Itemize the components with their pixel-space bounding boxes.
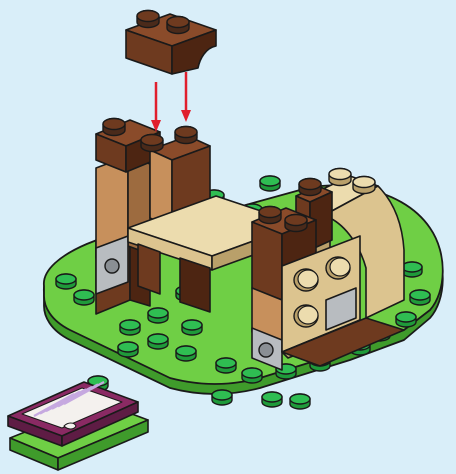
right-pillar-front <box>252 222 282 300</box>
brick-stud <box>353 177 375 194</box>
front-stud <box>298 306 318 324</box>
brick-stud <box>329 169 351 186</box>
baseplate-stud <box>120 320 140 335</box>
baseplate-stud <box>242 368 262 383</box>
stud-top <box>137 11 159 22</box>
stud-top <box>175 127 197 138</box>
baseplate-stud <box>212 390 232 405</box>
stud-top <box>148 334 168 344</box>
baseplate-stud <box>260 176 280 191</box>
stud-top <box>285 215 307 226</box>
stud-top <box>141 135 163 146</box>
stud-top <box>410 290 430 300</box>
stud-top <box>216 358 236 368</box>
stud-top <box>74 290 94 300</box>
stud-top <box>242 368 262 378</box>
stud-top <box>299 179 321 190</box>
stud-top <box>262 392 282 402</box>
baseplate-stud <box>176 346 196 361</box>
falling-brick-step <box>126 11 216 75</box>
stud-top <box>120 320 140 330</box>
down-arrow-icon <box>151 72 191 132</box>
brick-stud <box>137 11 159 28</box>
stud-top <box>402 262 422 272</box>
baseplate-stud <box>148 334 168 349</box>
printed-tile-icon <box>8 376 148 470</box>
stud-top <box>212 390 232 400</box>
stud-top <box>182 320 202 330</box>
stud-top <box>396 312 416 322</box>
brick-stud <box>167 17 189 34</box>
brick-stud <box>299 179 321 196</box>
bench-leg <box>180 258 210 312</box>
baseplate-stud <box>410 290 430 305</box>
bench-leg <box>138 244 160 294</box>
brick-stud <box>175 127 197 144</box>
stud-top <box>148 308 168 318</box>
arrow-head <box>181 110 191 122</box>
baseplate-stud <box>118 342 138 357</box>
stud-top <box>329 169 351 180</box>
baseplate-stud <box>396 312 416 327</box>
stud-top <box>259 207 281 218</box>
stud-top <box>56 274 76 284</box>
brick-stud <box>103 119 125 136</box>
brick-stud <box>259 207 281 224</box>
baseplate-stud <box>402 262 422 277</box>
baseplate-stud <box>216 358 236 373</box>
stud-top <box>176 346 196 356</box>
front-stud <box>330 258 350 276</box>
baseplate-stud <box>148 308 168 323</box>
baseplate-stud <box>182 320 202 335</box>
stud-top <box>118 342 138 352</box>
technic-hole <box>105 259 119 273</box>
stud-top <box>103 119 125 130</box>
stud-top <box>353 177 375 188</box>
stud-top <box>290 394 310 404</box>
brick-stud <box>285 215 307 232</box>
baseplate-stud <box>56 274 76 289</box>
stud-top <box>260 176 280 186</box>
brick-stud <box>141 135 163 152</box>
baseplate-stud <box>74 290 94 305</box>
stud-top <box>167 17 189 28</box>
technic-hole <box>259 343 273 357</box>
baseplate-stud <box>290 394 310 409</box>
baseplate-stud <box>262 392 282 407</box>
front-stud <box>298 270 318 288</box>
